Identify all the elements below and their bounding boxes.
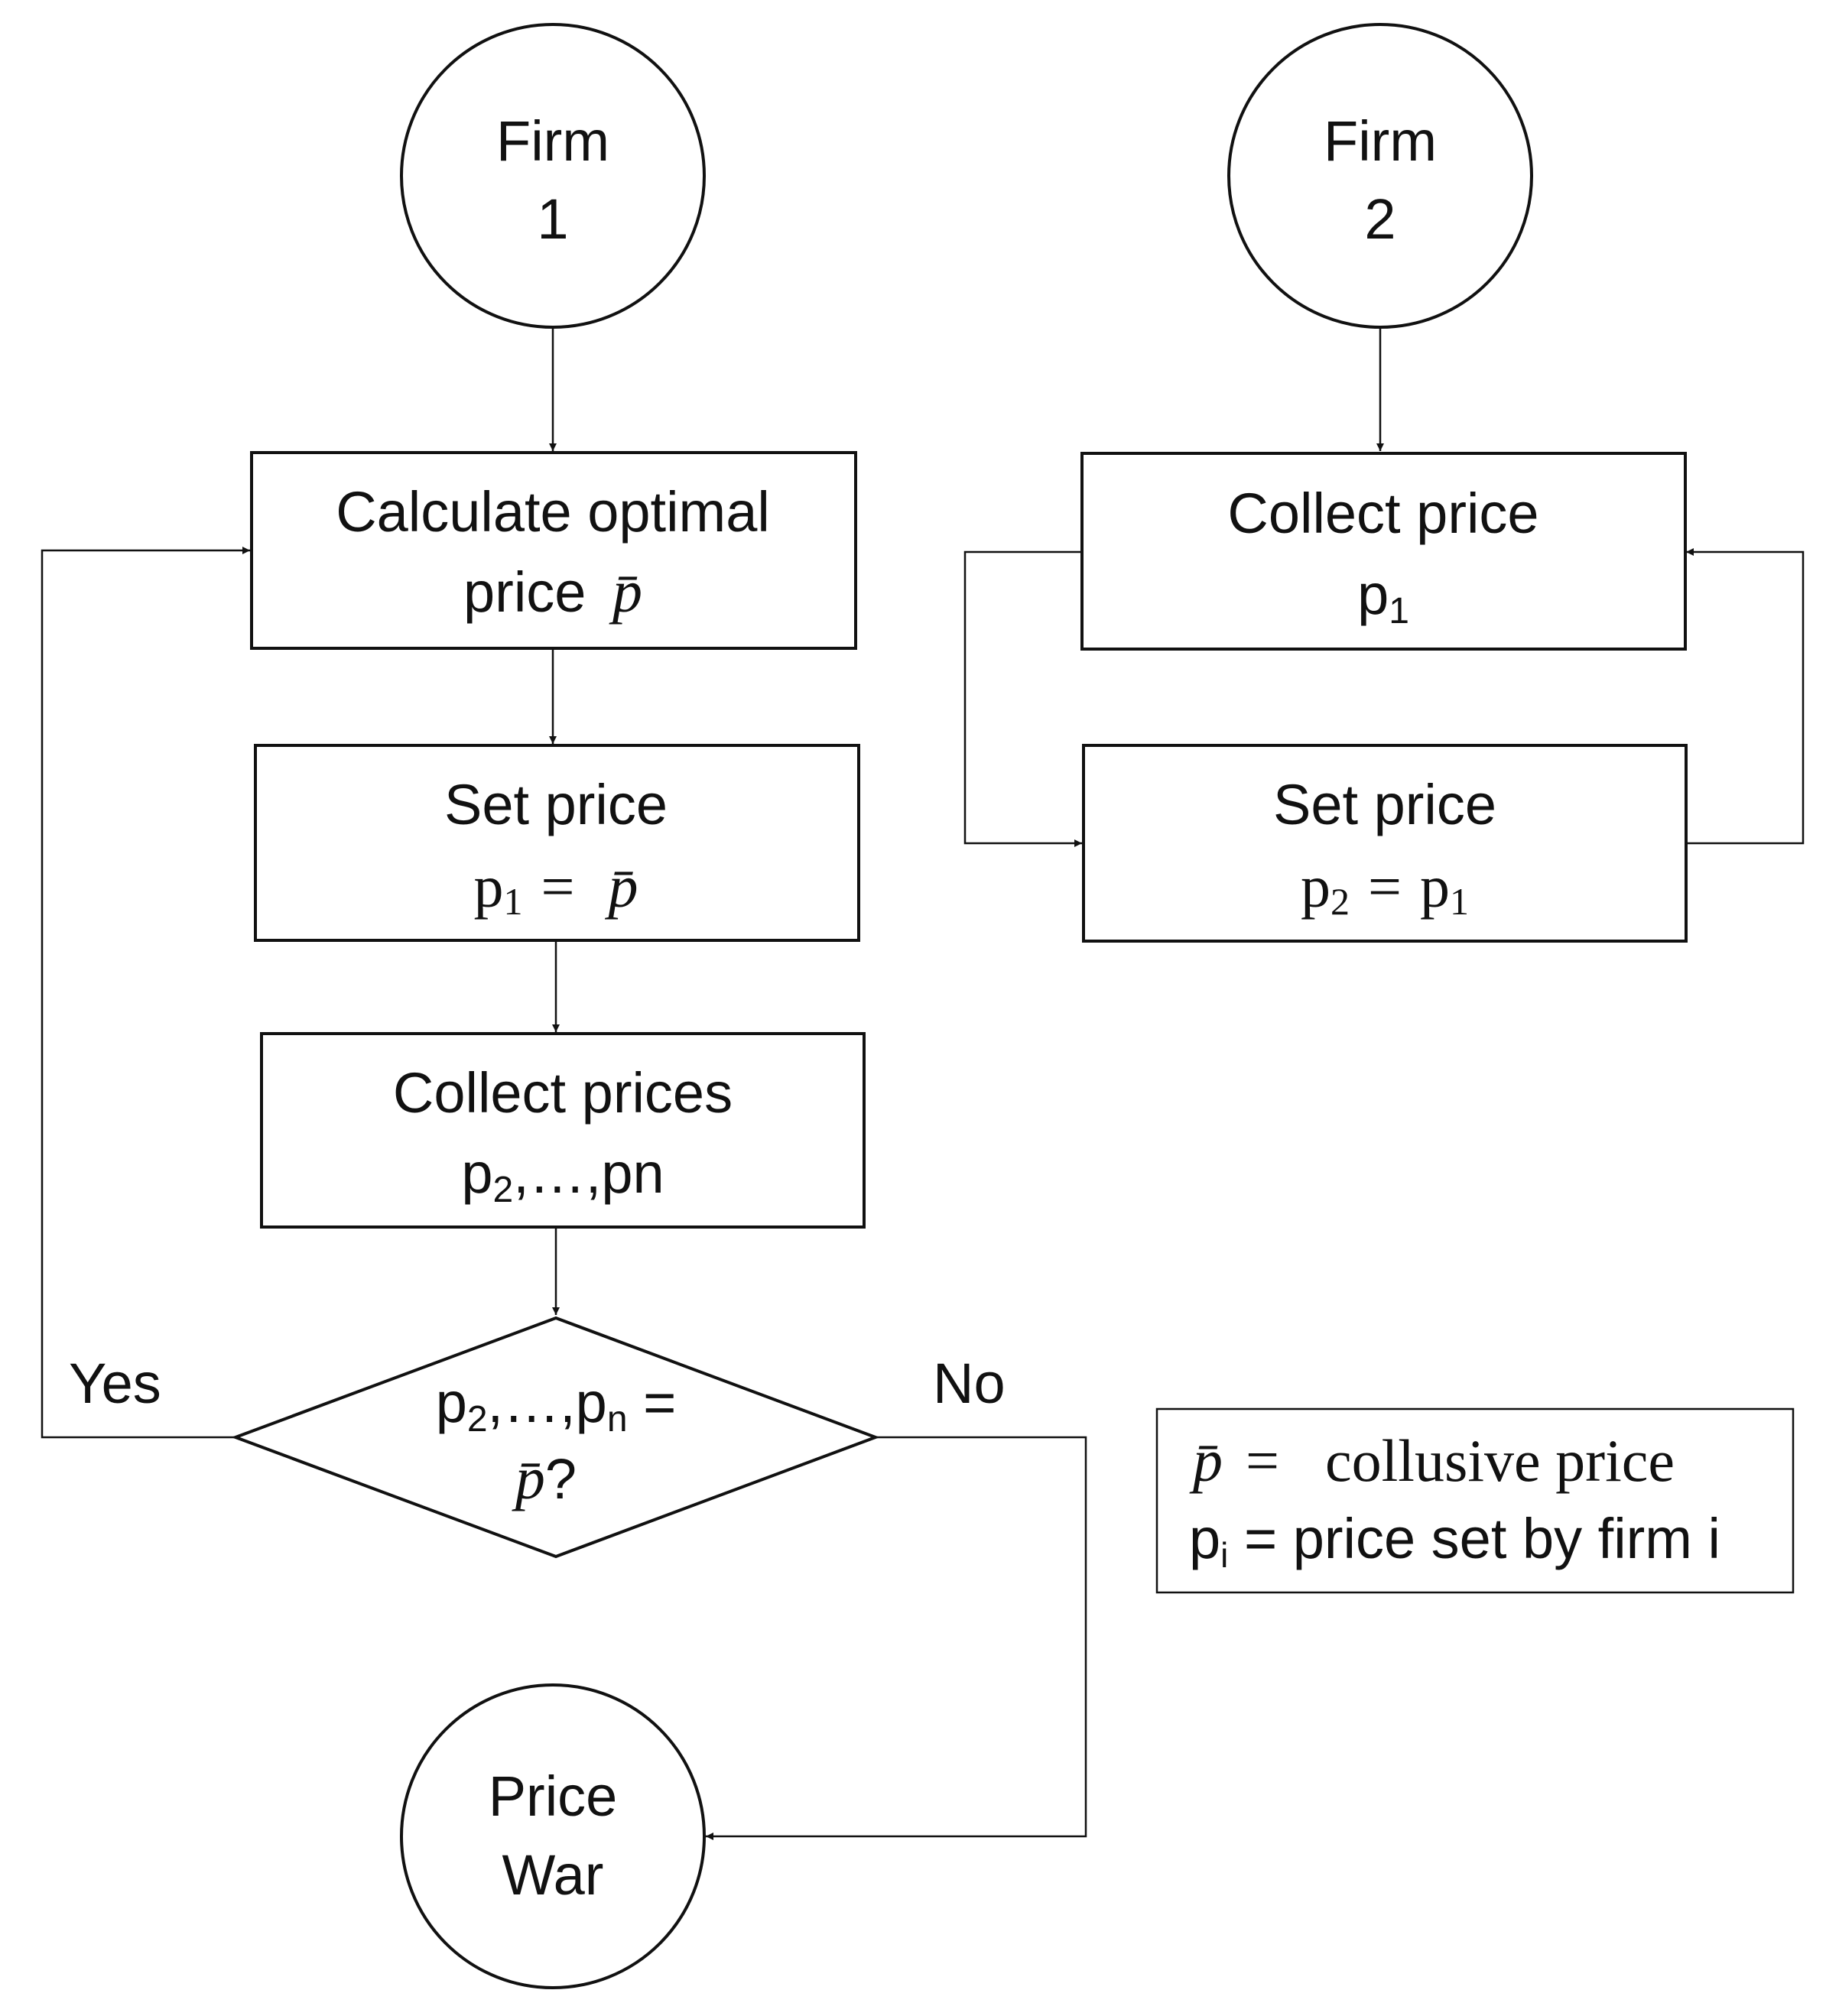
set-price-1-box: Set price p1 = p̄: [254, 744, 860, 942]
connector-no-to-pricewar: [706, 1436, 1087, 1840]
calc-optimal-pbar-symbol: p̄: [609, 558, 642, 625]
legend-pi-sub: i: [1220, 1535, 1228, 1575]
price-war-node: Price War: [400, 1683, 706, 1989]
set-price-2-box: Set price p2=p1: [1082, 744, 1688, 943]
connector-yes-loop: [41, 547, 250, 1439]
set-price-1-equation: p1 = p̄: [474, 853, 638, 923]
legend-collusive-price: collusive price: [1325, 1427, 1675, 1494]
legend-box: p̄ = collusive price pi = price set by fir…: [1155, 1407, 1795, 1594]
pbar-symbol: p̄: [605, 853, 638, 920]
dec-p2-sub: 2: [467, 1399, 488, 1440]
collect-price-2-title: Collect price: [1227, 482, 1538, 545]
p2-base: p: [461, 1141, 492, 1205]
connector-setprice-to-collect-2: [1686, 548, 1805, 845]
p2-sub: 2: [493, 1170, 514, 1210]
dec-p2-base: p: [436, 1371, 467, 1434]
sp2-lhs-base: p: [1301, 853, 1331, 920]
firm1-label-line2: 1: [537, 187, 568, 251]
set-price-2-equation: p2=p1: [1301, 853, 1469, 923]
sp2-lhs-sub: 2: [1331, 880, 1350, 923]
price-war-line2: War: [502, 1843, 604, 1907]
collect-prices-1-title: Collect prices: [393, 1061, 733, 1125]
connector-collect-to-setprice-2: [963, 550, 1082, 847]
sp2-rhs-base: p: [1420, 853, 1450, 920]
firm1-node: Firm 1: [400, 23, 706, 329]
calc-optimal-price-word: price: [463, 560, 586, 624]
set-price-1-title: Set price: [444, 773, 668, 836]
dec-mid: ,…,p: [488, 1371, 607, 1434]
calc-optimal-line2: price p̄: [463, 558, 642, 625]
p2-rest: ,…,pn: [513, 1141, 664, 1205]
legend-pi-base: p: [1189, 1507, 1220, 1570]
collect-price-2-variable: p1: [1357, 563, 1409, 631]
dec-pn-sub: n: [607, 1399, 628, 1440]
set-price-2-title: Set price: [1273, 773, 1496, 836]
edge-label-yes: Yes: [69, 1352, 161, 1415]
cp2-p-sub: 1: [1389, 591, 1409, 631]
decision-line2: p̄?: [512, 1445, 577, 1511]
firm2-label-line2: 2: [1364, 187, 1395, 251]
legend-line1: p̄ = collusive price: [1189, 1427, 1675, 1494]
collect-price-2-box: Collect price p1: [1080, 452, 1687, 651]
price-war-line1: Price: [489, 1764, 618, 1828]
edge-label-no: No: [933, 1352, 1006, 1415]
dec-eq: =: [628, 1371, 677, 1434]
equals-sign: =: [541, 853, 575, 920]
decision-diamond: p2,…,pn = p̄?: [231, 1316, 880, 1559]
legend-pi-definition: = price set by firm i: [1228, 1507, 1720, 1570]
cp2-p-base: p: [1357, 563, 1389, 626]
sp2-equals: =: [1368, 853, 1402, 920]
firm2-label-line1: Firm: [1324, 109, 1437, 173]
dec-question-mark: ?: [545, 1447, 577, 1511]
connectors: [41, 323, 1805, 1840]
calc-optimal-line1: Calculate optimal: [336, 480, 770, 544]
calc-optimal-box: Calculate optimal price p̄: [250, 451, 857, 650]
legend-line2: pi = price set by firm i: [1189, 1507, 1720, 1575]
firm1-label-line1: Firm: [496, 109, 609, 173]
legend-equals: =: [1246, 1427, 1279, 1494]
firm2-node: Firm 2: [1227, 23, 1533, 329]
collect-prices-1-variables: p2,…,pn: [461, 1141, 664, 1210]
decision-line1: p2,…,pn =: [436, 1371, 677, 1440]
dec-pbar-symbol: p̄: [512, 1445, 545, 1511]
sp2-rhs-sub: 1: [1450, 880, 1469, 923]
p1-sub: 1: [504, 880, 523, 923]
legend-pbar-symbol: p̄: [1189, 1427, 1223, 1494]
collect-prices-1-box: Collect prices p2,…,pn: [260, 1032, 866, 1229]
p1-base: p: [474, 853, 504, 920]
